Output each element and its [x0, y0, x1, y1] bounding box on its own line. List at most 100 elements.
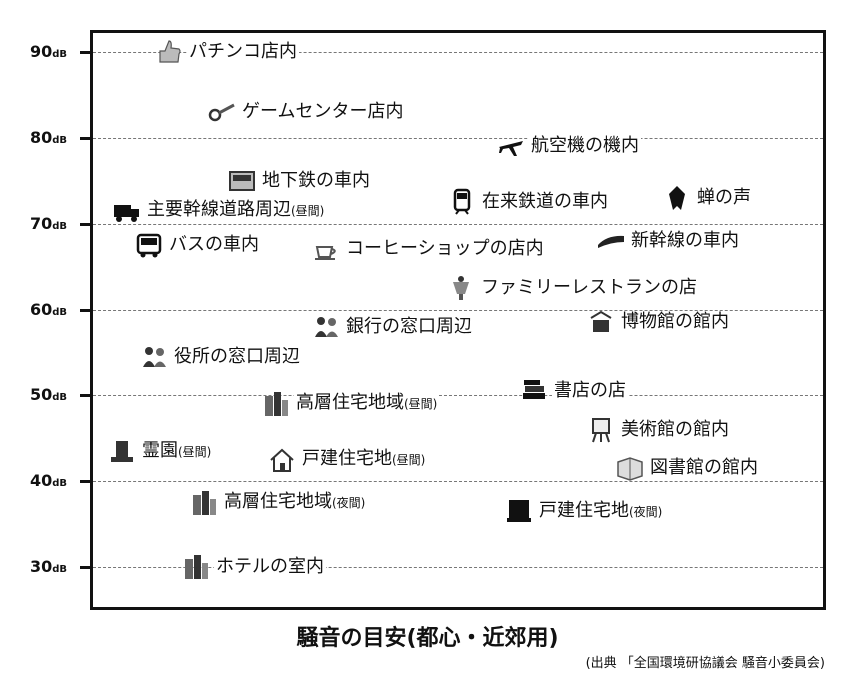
data-point: 戸建住宅地(昼間): [268, 446, 428, 474]
time-note: (夜間): [332, 496, 366, 511]
time-note: (昼間): [291, 204, 325, 219]
data-point: ゲームセンター店内: [208, 98, 406, 126]
data-label: バスの車内: [167, 234, 261, 257]
time-note: (昼間): [392, 453, 426, 468]
ytick-unit: dB: [52, 49, 68, 60]
ytick-unit: dB: [52, 392, 68, 404]
data-label: 在来鉄道の車内: [480, 191, 610, 214]
gridline-30: [93, 567, 823, 568]
train-icon: [448, 188, 476, 216]
data-point: 戸建住宅地(夜間): [505, 497, 665, 525]
game-icon: [208, 98, 236, 126]
truck-icon: [113, 197, 141, 225]
ytick-40: 40dB: [0, 471, 92, 491]
bank-icon: [312, 313, 340, 341]
data-label: 書店の店: [552, 380, 628, 403]
data-label: 図書館の館内: [648, 457, 760, 480]
bus-icon: [135, 231, 163, 259]
data-label: ファミリーレストランの店: [479, 277, 699, 300]
ytick-label: 90dB: [30, 42, 68, 61]
data-label: 航空機の機内: [529, 135, 641, 158]
tick-mark: [80, 566, 92, 569]
tick-mark: [80, 136, 92, 140]
data-label: 蝉の声: [695, 186, 753, 209]
ytick-unit: dB: [52, 134, 68, 146]
grave-icon: [108, 437, 136, 465]
data-point: 書店の店: [520, 377, 628, 405]
tick-mark: [80, 222, 92, 226]
data-point: 高層住宅地域(昼間): [262, 390, 440, 418]
tick-mark: [80, 308, 92, 312]
ytick-60: 60dB: [0, 300, 92, 320]
shinkansen-icon: [597, 227, 625, 255]
data-label: パチンコ店内: [187, 41, 299, 63]
ytick-label: 30dB: [30, 557, 68, 576]
plot-frame: [90, 30, 826, 610]
gridline-70: [93, 223, 823, 225]
data-point: バスの車内: [135, 231, 261, 259]
data-point: パチンコ店内: [155, 38, 299, 66]
data-point: ファミリーレストランの店: [447, 274, 699, 302]
ytick-90: 90dB: [0, 42, 92, 62]
data-label: 戸建住宅地(夜間): [537, 499, 665, 523]
data-point: 航空機の機内: [497, 132, 641, 160]
art-icon: [587, 416, 615, 444]
time-note: (昼間): [404, 397, 438, 412]
data-point: 銀行の窓口周辺: [312, 313, 474, 341]
data-point: 地下鉄の車内: [228, 167, 372, 195]
ytick-unit: dB: [52, 564, 68, 575]
data-label: 高層住宅地域(昼間): [294, 392, 440, 416]
data-label: 霊園(昼間): [140, 439, 214, 463]
coffee-icon: [312, 235, 340, 263]
house-icon: [268, 446, 296, 474]
data-label: 地下鉄の車内: [260, 169, 372, 192]
data-point: 霊園(昼間): [108, 437, 214, 465]
ytick-label: 40dB: [30, 471, 68, 491]
data-label: 戸建住宅地(昼間): [300, 448, 428, 472]
thumbs-up-icon: [155, 38, 183, 66]
time-note: (昼間): [178, 444, 212, 459]
house-night-icon: [505, 497, 533, 525]
restaurant-icon: [447, 274, 475, 302]
ytick-70: 70dB: [0, 214, 92, 234]
ytick-unit: dB: [52, 220, 68, 232]
airplane-icon: [497, 132, 525, 160]
ytick-unit: dB: [52, 478, 68, 490]
data-label: 博物館の館内: [619, 311, 731, 334]
ytick-label: 60dB: [30, 299, 68, 319]
tick-mark: [80, 394, 92, 398]
data-label: 高層住宅地域(夜間): [222, 491, 368, 515]
data-point: 博物館の館内: [587, 308, 731, 336]
subway-icon: [228, 167, 256, 195]
data-point: 図書館の館内: [616, 454, 760, 482]
data-point: 蝉の声: [663, 184, 753, 212]
gridline-90: [93, 52, 823, 53]
ytick-label: 70dB: [30, 213, 68, 233]
ytick-50: 50dB: [0, 385, 92, 405]
data-label: ホテルの室内: [214, 556, 326, 578]
data-point: 役所の窓口周辺: [140, 343, 302, 371]
data-point: ホテルの室内: [182, 553, 326, 581]
chart-title: 騒音の目安(都心・近郊用): [296, 626, 559, 651]
data-point: 高層住宅地域(夜間): [190, 489, 368, 517]
ytick-label: 50dB: [30, 385, 68, 405]
time-note: (夜間): [629, 504, 663, 519]
ytick-30: 30dB: [0, 557, 92, 577]
data-label: 銀行の窓口周辺: [344, 315, 474, 338]
data-label: コーヒーショップの店内: [344, 238, 546, 261]
gridline-60: [93, 309, 823, 311]
ytick-unit: dB: [52, 306, 68, 318]
highrise-icon: [262, 390, 290, 418]
gridline-80: [93, 137, 823, 139]
gridline-50: [93, 395, 823, 397]
office-icon: [140, 343, 168, 371]
ytick-label: 80dB: [30, 127, 68, 147]
hotel-icon: [182, 553, 210, 581]
data-label: 役所の窓口周辺: [172, 345, 302, 368]
ytick-80: 80dB: [0, 128, 92, 148]
data-label: 新幹線の車内: [629, 229, 741, 252]
cicada-icon: [663, 184, 691, 212]
museum-icon: [587, 308, 615, 336]
source-caption: (出典 「全国環境研協議会 騒音小委員会): [585, 656, 825, 671]
library-icon: [616, 454, 644, 482]
